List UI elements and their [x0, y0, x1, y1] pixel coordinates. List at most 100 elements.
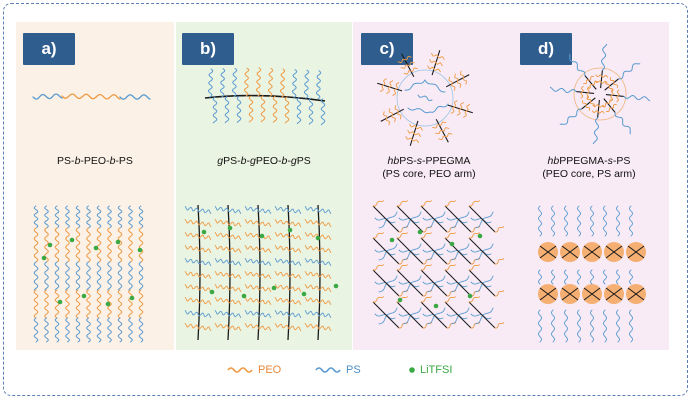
legend-litfsi-dot	[409, 367, 415, 373]
peo-side	[441, 127, 450, 132]
graft-arm	[274, 245, 289, 251]
graft-arm	[244, 310, 259, 316]
graft-arm	[197, 299, 212, 305]
peo-chain	[33, 227, 39, 263]
graft-arm	[274, 323, 289, 329]
graft-arm	[197, 273, 212, 279]
peo-side	[453, 100, 458, 108]
panel-d-label: hbPPEGMA-s-PS (PEO core, PS arm)	[542, 155, 636, 180]
graft-arm	[287, 221, 302, 227]
litfsi-dot	[397, 297, 403, 303]
graft-arm	[317, 286, 332, 292]
graft-arm	[274, 297, 289, 303]
peo-side	[608, 85, 614, 92]
graft-arm	[232, 67, 238, 97]
graft-arm	[308, 97, 314, 125]
graft-arm	[280, 68, 286, 98]
ps-chain	[33, 205, 39, 229]
peo-chain	[138, 289, 144, 319]
graft-arm	[304, 245, 319, 251]
graft-arm	[184, 219, 199, 225]
graft-arm	[304, 323, 319, 329]
graft-arm	[304, 232, 319, 238]
graft-arm	[304, 219, 319, 225]
panel-c-label: hbPS-s-PPEGMA (PS core, PEO arm)	[382, 155, 476, 180]
peo-side	[588, 76, 595, 81]
core-boundary	[396, 69, 454, 127]
graft-arm	[257, 312, 272, 318]
peo-side	[494, 226, 505, 233]
graft-arm	[284, 96, 290, 124]
graft-arm	[227, 208, 242, 214]
ps-core	[450, 275, 470, 293]
peo-side	[395, 82, 400, 90]
ps-chain	[86, 317, 91, 343]
peo-side	[468, 232, 480, 239]
litfsi-dot	[201, 229, 207, 235]
graft-arm	[244, 245, 259, 251]
ps-core	[426, 243, 446, 261]
arm-backbone	[468, 237, 496, 265]
graft-arm	[244, 297, 259, 303]
ps-arm	[577, 205, 581, 237]
ps-core	[426, 211, 446, 229]
ps-block	[119, 94, 151, 100]
graft-arm	[214, 323, 229, 329]
peo-side	[462, 77, 467, 85]
arm-backbone	[420, 205, 448, 233]
litfsi-dot	[93, 245, 99, 251]
ps-chain	[138, 205, 144, 229]
litfsi-dot	[467, 293, 473, 299]
peo-side	[435, 129, 443, 135]
graft-arm	[244, 206, 259, 212]
peo-side	[389, 80, 394, 88]
core-backbone	[605, 94, 624, 97]
arm-backbone	[396, 269, 424, 297]
ps-core	[378, 211, 398, 229]
graft-arm	[197, 260, 212, 266]
peo-side	[403, 70, 412, 75]
ps-chain	[54, 261, 60, 291]
graft-arm	[287, 208, 302, 214]
peo-side	[433, 68, 441, 73]
arm-backbone	[444, 269, 472, 297]
panel-a-label: PS-b-PEO-b-PS	[57, 155, 133, 167]
peo-side	[586, 84, 593, 89]
ps-core	[402, 275, 422, 293]
ps-chain	[138, 317, 144, 343]
ps-chain	[54, 205, 60, 229]
ps-arm	[603, 205, 607, 237]
core-backbone	[627, 245, 645, 259]
ps-arm	[551, 309, 555, 343]
peo-side	[460, 70, 465, 79]
ps-chain	[128, 261, 133, 291]
peo-side	[386, 86, 391, 94]
graft-arm	[287, 247, 302, 253]
peo-chain	[138, 227, 144, 263]
ps-chain	[33, 261, 39, 291]
graft-arm	[274, 310, 289, 316]
peo-side	[420, 232, 432, 239]
graft-arm	[268, 67, 274, 97]
peo-block	[61, 93, 121, 100]
graft-arm	[274, 284, 289, 290]
ps-core	[474, 307, 494, 325]
peo-chain	[107, 227, 112, 263]
graft-arm	[274, 258, 289, 264]
peo-side	[382, 78, 387, 86]
peo-side	[413, 132, 421, 137]
graft-arm	[304, 271, 319, 277]
litfsi-dot	[69, 237, 75, 243]
ps-chain	[65, 317, 70, 343]
ps-arm	[629, 269, 633, 285]
peo-side	[404, 56, 412, 61]
graft-arm	[184, 258, 199, 264]
ps-arm	[590, 205, 594, 237]
panel-b	[176, 22, 352, 350]
graft-arm	[274, 206, 289, 212]
ps-arm	[549, 86, 577, 94]
core-backbone	[561, 287, 579, 301]
peo-chain	[65, 227, 70, 263]
litfsi-dot	[41, 255, 47, 261]
peo-chain	[75, 289, 81, 319]
